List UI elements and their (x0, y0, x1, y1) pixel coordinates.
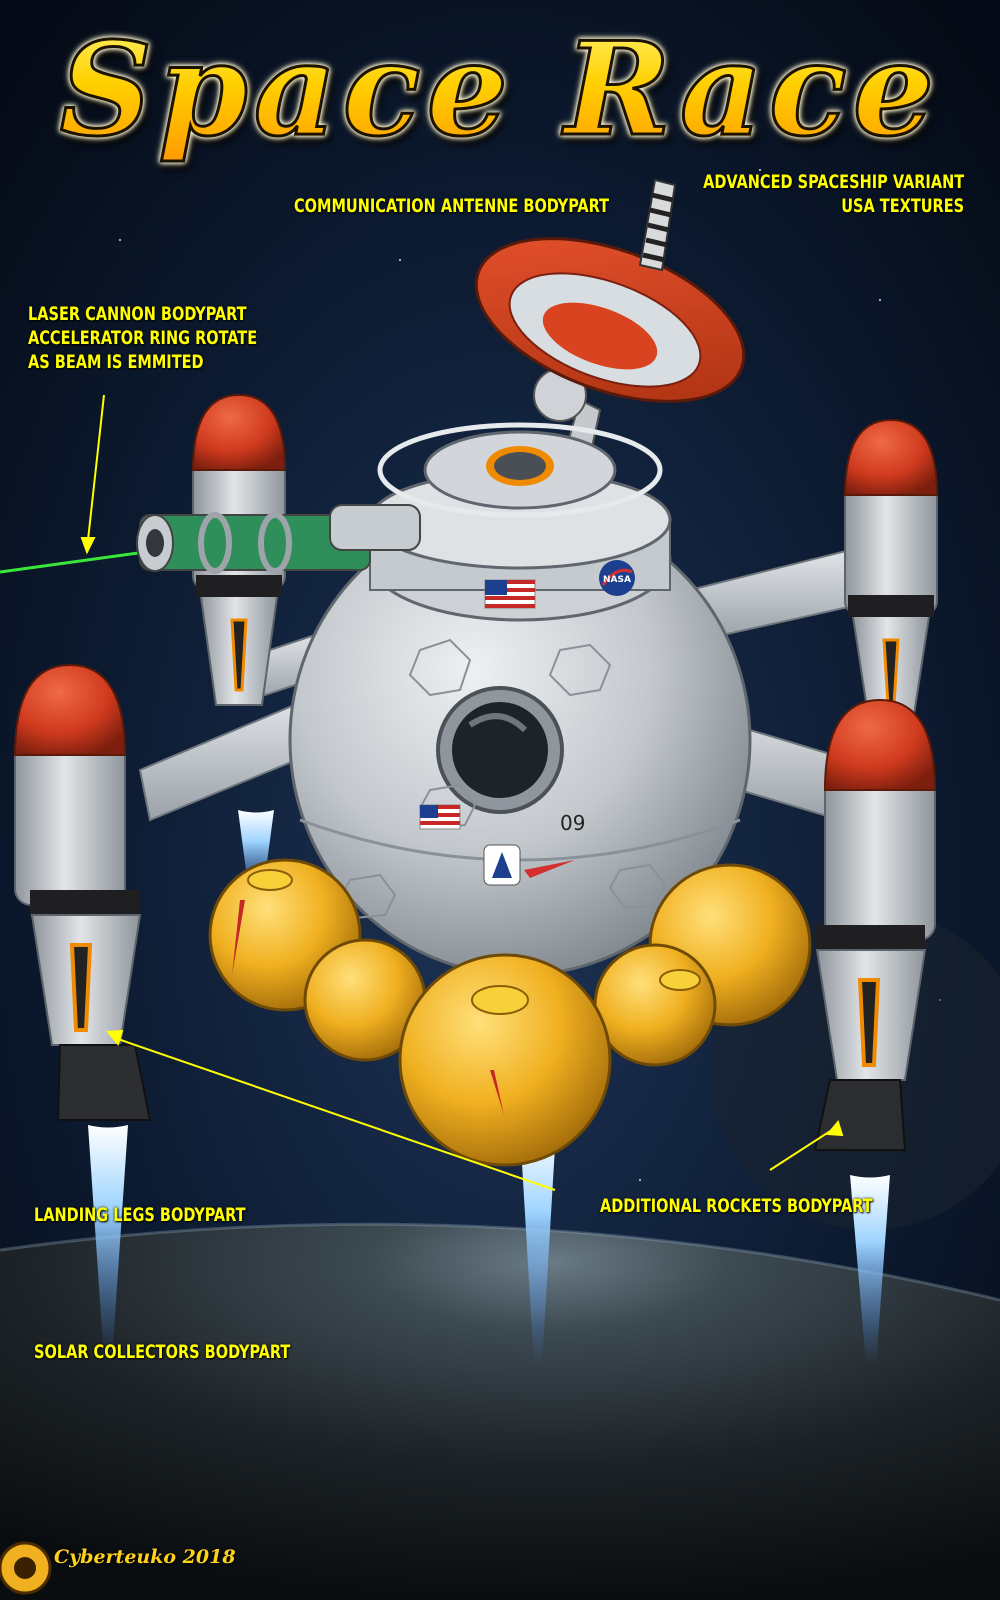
label-laser-cannon-line-3: AS BEAM IS EMMITED (28, 351, 204, 373)
ship-hull (288, 422, 752, 977)
label-laser-cannon: LASER CANNON BODYPART ACCELERATOR RING R… (28, 302, 257, 374)
laser-cannon (136, 504, 421, 574)
label-landing-legs: LANDING LEGS BODYPART (34, 1204, 246, 1226)
hull-number: 09 (560, 811, 585, 835)
rocket-leg-front-left (13, 663, 152, 1121)
page-title: Space Race (0, 19, 1000, 162)
artist-signature: Cyberteuko 2018 (54, 1546, 236, 1568)
window-porthole (436, 686, 564, 814)
label-variant-line-1: ADVANCED SPACESHIP VARIANT (702, 171, 964, 193)
us-flag-icon (419, 804, 461, 830)
communication-antenna (474, 178, 746, 482)
label-laser-cannon-line-2: ACCELERATOR RING ROTATE (28, 327, 258, 349)
rocket-leg-back-right (843, 418, 939, 716)
rocket-leg-front-right (813, 698, 937, 1151)
laser-beam (0, 548, 161, 574)
label-variant: ADVANCED SPACESHIP VARIANT USA TEXTURES (703, 170, 964, 218)
planet-horizon (0, 1224, 1000, 1600)
label-solar-collectors: SOLAR COLLECTORS BODYPART (34, 1341, 291, 1363)
nasa-badge-text: NASA (603, 575, 631, 585)
nasa-logo-icon (599, 560, 635, 596)
label-variant-line-2: USA TEXTURES (841, 195, 964, 217)
label-additional-rockets: ADDITIONAL ROCKETS BODYPART (600, 1195, 873, 1217)
label-laser-cannon-line-1: LASER CANNON BODYPART (28, 303, 247, 325)
label-communication-antenna: COMMUNICATION ANTENNE BODYPART (294, 195, 609, 217)
thruster-flames (88, 810, 890, 1365)
signature-gear-icon (0, 1541, 52, 1595)
mission-patch-icon (483, 844, 575, 886)
annotation-arrows (80, 394, 844, 1191)
us-flag-icon (484, 579, 536, 609)
solar-collector-pods (208, 858, 812, 1167)
